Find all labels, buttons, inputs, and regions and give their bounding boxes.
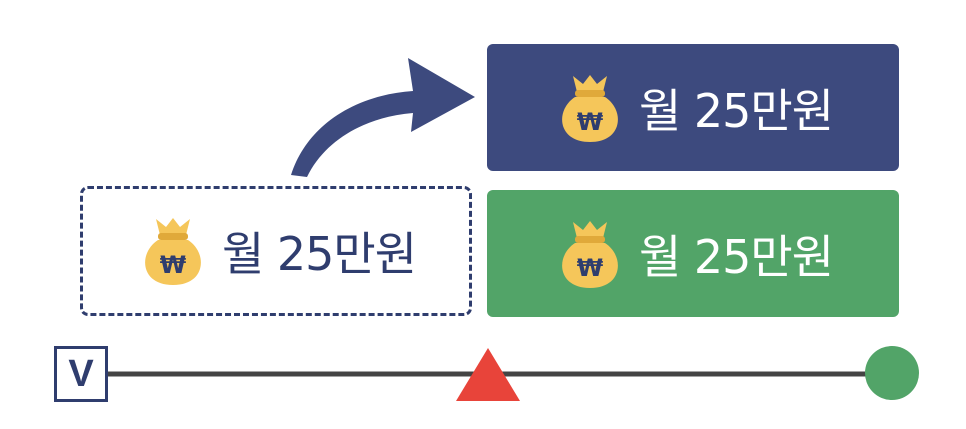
money-bag-icon: ₩ [562, 74, 618, 142]
timeline-start-marker: V [54, 346, 108, 402]
after-amount-box-navy: ₩ 월 25만원 [487, 44, 899, 171]
timeline-marker-triangle [456, 348, 520, 401]
money-bag-icon: ₩ [145, 218, 201, 285]
svg-text:₩: ₩ [160, 251, 187, 279]
before-amount-box: ₩ 월 25만원 [80, 186, 472, 316]
timeline-start-label: V [68, 352, 94, 395]
after-bottom-amount-label: 월 25만원 [638, 229, 834, 284]
after-top-amount-label: 월 25만원 [638, 83, 834, 138]
timeline-end-circle [865, 346, 919, 400]
svg-text:₩: ₩ [577, 108, 604, 136]
before-amount-label: 월 25만원 [221, 227, 417, 281]
after-amount-box-green: ₩ 월 25만원 [487, 190, 899, 317]
timeline [100, 346, 919, 401]
money-bag-icon: ₩ [562, 220, 618, 288]
svg-text:₩: ₩ [577, 254, 604, 282]
curved-arrow [291, 58, 475, 177]
